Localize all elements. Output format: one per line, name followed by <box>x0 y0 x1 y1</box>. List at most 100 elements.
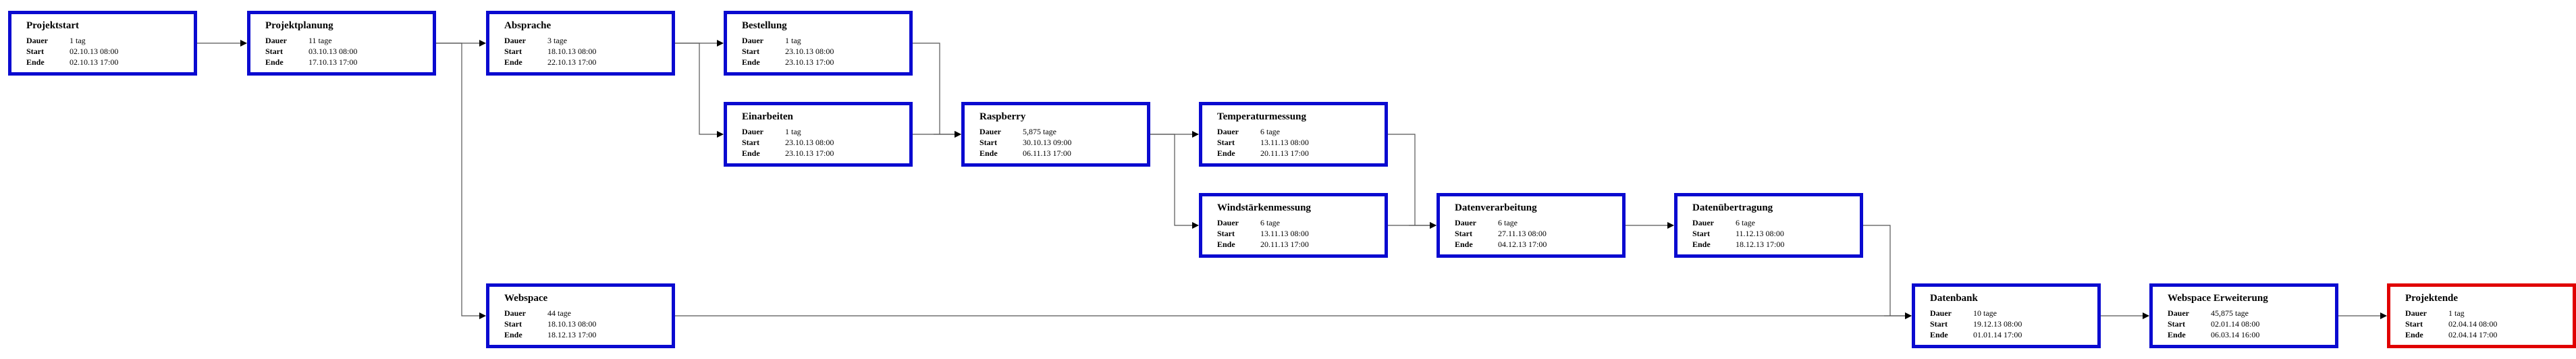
end-value: 06.11.13 17:00 <box>1023 148 1071 158</box>
task-title: Datenbank <box>1930 293 1978 304</box>
start-value: 13.11.13 08:00 <box>1260 229 1309 238</box>
task-end-row: Ende 17.10.13 17:00 <box>265 57 433 67</box>
task-title: Windstärkenmessung <box>1217 202 1311 213</box>
task-title: Raspberry <box>980 111 1026 122</box>
end-label: Ende <box>742 57 760 67</box>
end-value: 17.10.13 17:00 <box>308 57 358 67</box>
start-label: Start <box>504 47 522 56</box>
start-label: Start <box>1692 229 1710 238</box>
task-title: Temperaturmessung <box>1217 111 1306 122</box>
end-label: Ende <box>1692 240 1711 249</box>
task-start-row: Start 11.12.13 08:00 <box>1692 228 1860 239</box>
duration-value: 6 tage <box>1260 218 1280 227</box>
start-label: Start <box>1930 319 1948 329</box>
duration-value: 6 tage <box>1498 218 1518 227</box>
task-title: Absprache <box>504 20 552 31</box>
end-value: 02.04.14 17:00 <box>2448 330 2498 339</box>
start-value: 27.11.13 08:00 <box>1498 229 1547 238</box>
task-end-row: Ende 18.12.13 17:00 <box>1692 239 1860 250</box>
task-title: Webspace <box>504 293 548 304</box>
start-label: Start <box>742 47 759 56</box>
end-value: 23.10.13 17:00 <box>785 148 834 158</box>
connector-datenuebertragung-to-datenbank <box>1863 225 1912 319</box>
start-value: 02.04.14 08:00 <box>2448 319 2498 329</box>
end-label: Ende <box>26 57 45 67</box>
start-value: 30.10.13 09:00 <box>1023 138 1072 147</box>
end-value: 04.12.13 17:00 <box>1498 240 1547 249</box>
start-label: Start <box>2405 319 2423 329</box>
duration-value: 44 tage <box>547 308 571 318</box>
duration-value: 1 tag <box>70 36 86 45</box>
duration-value: 45,875 tage <box>2211 308 2249 318</box>
duration-label: Dauer <box>1217 218 1239 227</box>
start-value: 19.12.13 08:00 <box>1973 319 2022 329</box>
duration-label: Dauer <box>1930 308 1952 318</box>
end-value: 02.10.13 17:00 <box>70 57 119 67</box>
end-value: 20.11.13 17:00 <box>1260 240 1309 249</box>
task-duration-row: Dauer 10 tage <box>1930 308 2097 319</box>
start-value: 11.12.13 08:00 <box>1736 229 1784 238</box>
task-end-row: Ende 02.10.13 17:00 <box>26 57 194 67</box>
task-title: Projektende <box>2405 293 2459 304</box>
start-value: 02.01.14 08:00 <box>2211 319 2260 329</box>
end-label: Ende <box>2168 330 2186 339</box>
start-label: Start <box>1217 138 1235 147</box>
duration-value: 1 tag <box>785 36 801 45</box>
task-title: Datenübertragung <box>1692 202 1773 213</box>
start-label: Start <box>26 47 44 56</box>
duration-label: Dauer <box>1455 218 1476 227</box>
task-title: Bestellung <box>742 20 787 31</box>
start-value: 23.10.13 08:00 <box>785 47 834 56</box>
task-end-row: Ende 23.10.13 17:00 <box>742 57 909 67</box>
end-label: Ende <box>1217 148 1235 158</box>
end-label: Ende <box>504 57 522 67</box>
duration-label: Dauer <box>1217 127 1239 136</box>
start-label: Start <box>265 47 283 56</box>
duration-label: Dauer <box>2405 308 2427 318</box>
end-label: Ende <box>265 57 284 67</box>
duration-value: 1 tag <box>2448 308 2465 318</box>
end-value: 18.12.13 17:00 <box>1736 240 1785 249</box>
end-label: Ende <box>980 148 998 158</box>
connector-projektplanung-to-webspace <box>436 43 486 319</box>
connector-raspberry-to-windstaerkenmessung <box>1150 134 1199 229</box>
duration-value: 10 tage <box>1973 308 1997 318</box>
task-start-row: Start 02.04.14 08:00 <box>2405 319 2573 329</box>
end-value: 23.10.13 17:00 <box>785 57 834 67</box>
task-duration-row: Dauer 6 tage <box>1455 217 1622 228</box>
duration-label: Dauer <box>742 36 763 45</box>
task-duration-row: Dauer 6 tage <box>1217 217 1385 228</box>
start-label: Start <box>504 319 522 329</box>
